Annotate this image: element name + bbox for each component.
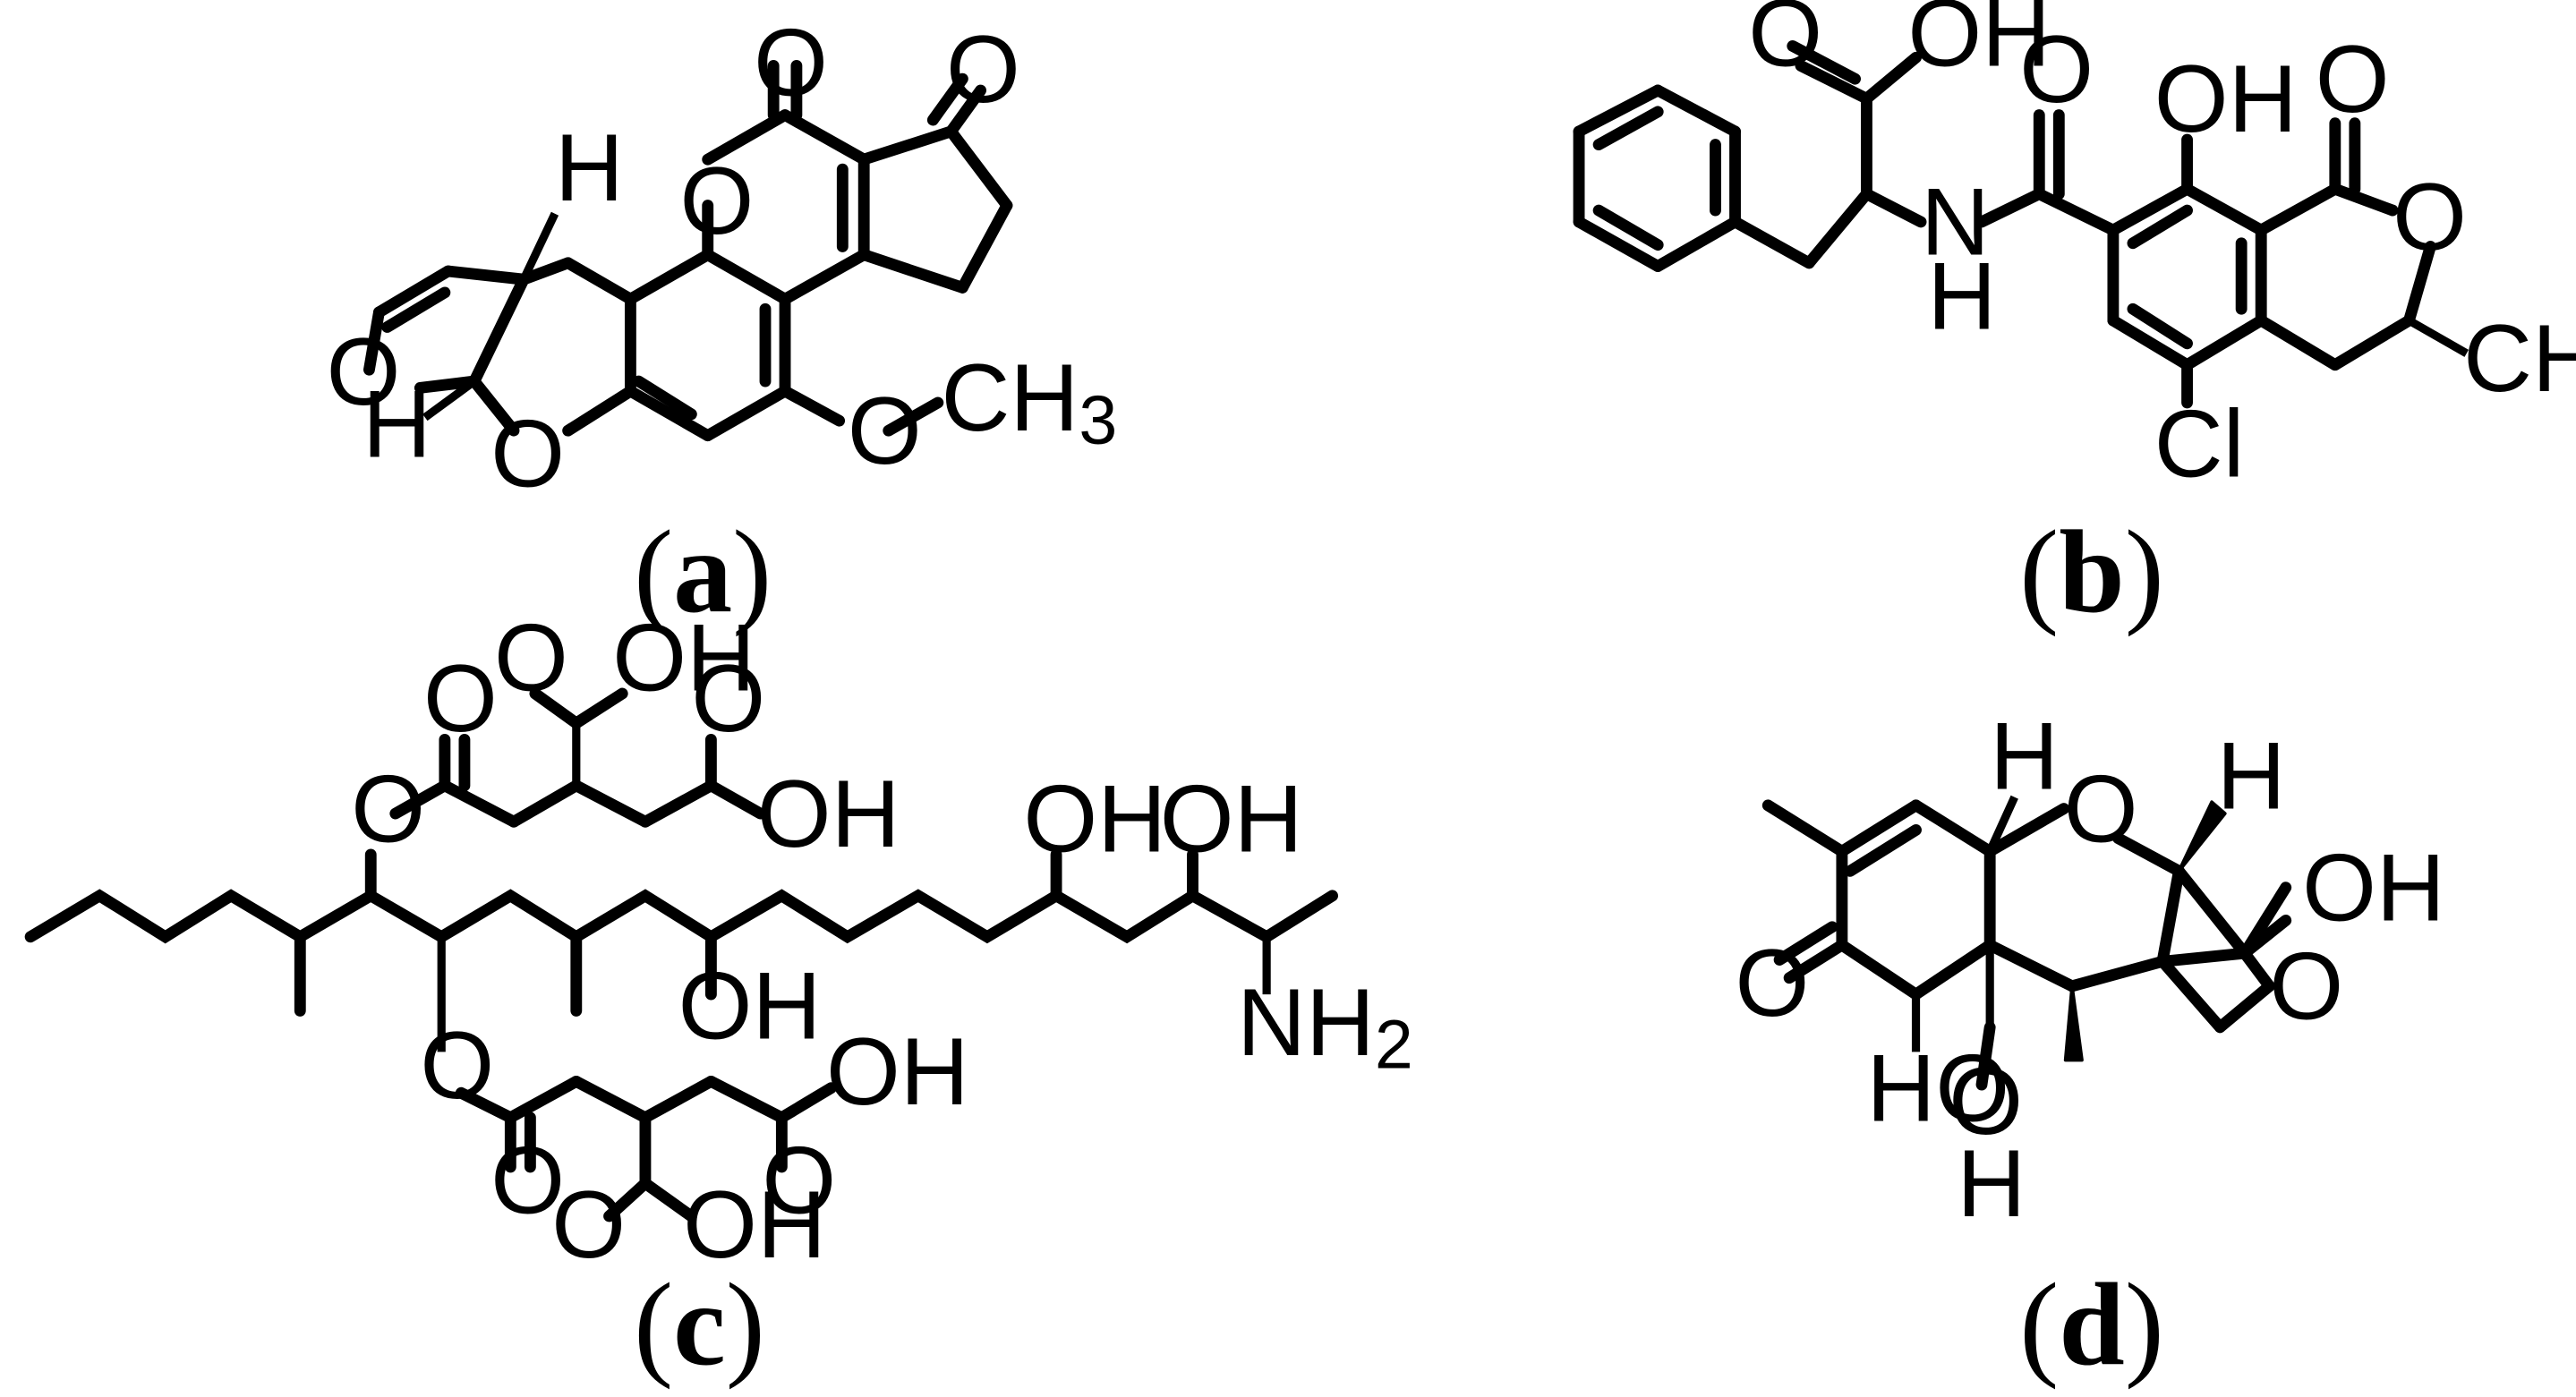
panel-label-c: (c) [634,1258,765,1390]
atom-o-ester-top-c: O [351,755,425,862]
atom-h-d1: H [1990,703,2059,810]
atom-o-carbonyl-bottom-c: O [490,1127,565,1233]
atom-cl-b: Cl [2154,391,2245,498]
atom-o-pyran-d: O [2064,755,2138,862]
atom-oh-acid-b: OH [1907,0,2051,86]
atom-o-acid-top-c2: O [691,645,765,752]
atom-o-acid-b: O [1748,0,1822,86]
atom-h-a2: H [363,371,431,478]
atom-oh-chain-c1: OH [678,953,822,1060]
structure-b: O OH N H O OH O O Cl CH3 [1573,0,2576,498]
structure-c: O O O OH O OH O O O OH O OH OH OH OH NH2 [24,604,1413,1278]
atom-o-carbonyl-a2: O [946,16,1020,123]
atom-oh-acid-bottom-c1: OH [683,1171,826,1278]
atom-ho-d: HO [1866,1035,2009,1141]
atom-oh-acid-top-c1: OH [612,604,755,711]
atom-oh-d1: OH [2302,834,2445,941]
panel-label-b: (b) [2019,506,2164,637]
atom-o-acid-bottom-c2: O [762,1127,836,1233]
atom-oh-chain-c3: OH [1160,765,1303,872]
atom-o-furan-a1: O [490,401,565,507]
atom-o-methoxy-a: O [848,378,922,484]
atom-oh-acid-top-c2: OH [757,761,900,867]
atom-o-acid-bottom-c1: O [551,1171,626,1278]
atom-n-b: N [1921,169,1990,276]
atom-o-ketone-d: O [1736,930,1810,1036]
atom-o-epoxide-d: O [2269,933,2343,1040]
atom-ch3-a: CH3 [942,345,1118,459]
atom-o-lactone-carbonyl-b: O [2316,26,2390,132]
structure-a: O O O O CH3 O O H H [327,10,1118,507]
panel-label-a: (a) [634,506,772,637]
atom-o-furan-a2: O [327,319,401,425]
atom-oh-acid-bottom-c2: OH [826,1018,969,1125]
atom-o-ester-bottom-c: O [420,1012,494,1119]
atom-h-a1: H [555,115,624,221]
atom-o-lactone-b: O [2393,164,2467,270]
structure-d: H O H OH O O HO O H [1736,703,2445,1237]
atom-h-d2: H [2217,723,2286,830]
atom-oh-phenol-b: OH [2154,46,2298,152]
panel-label-d: (d) [2019,1258,2164,1390]
atom-o-carbonyl-a1: O [754,10,828,116]
atom-o-lactone-a: O [680,148,755,254]
atom-o-acid-top-c: O [494,604,568,711]
atom-h-hydroxymethyl-d: H [1957,1130,2026,1237]
atom-ch3-b: CH3 [2463,305,2576,420]
atom-o-hydroxymethyl-d: O [1949,1048,2023,1154]
atom-o-carbonyl-top-c: O [423,645,498,752]
atom-o-amide-b: O [2019,16,2094,123]
atom-nh2-c: NH2 [1237,969,1413,1084]
atom-oh-chain-c2: OH [1023,765,1166,872]
atom-h-amide-b: H [1927,243,1996,349]
